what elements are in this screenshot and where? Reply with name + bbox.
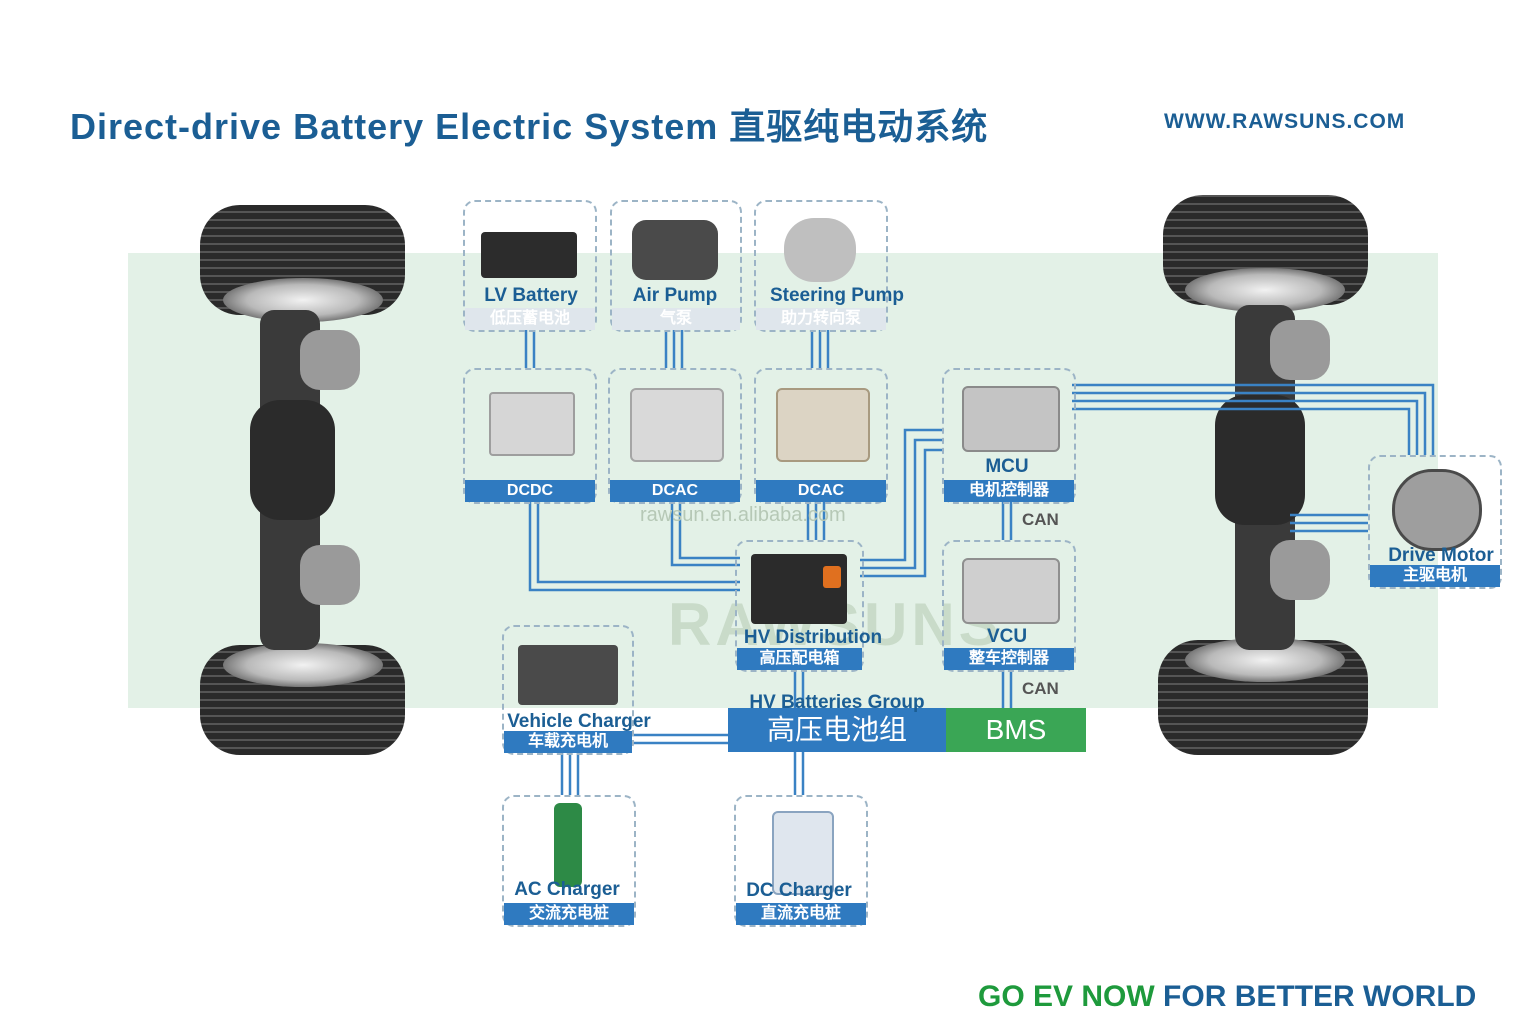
left-axle — [200, 205, 405, 755]
ac-charger-node: 交流充电桩 — [502, 795, 636, 927]
air-pump-cn: 气泵 — [612, 308, 740, 330]
vehicle-charger-cn: 车载充电机 — [504, 731, 632, 753]
mcu-cn: 电机控制器 — [944, 480, 1074, 502]
steering-pump-icon — [784, 218, 856, 282]
mcu-icon — [962, 386, 1060, 452]
slogan-green: GO EV NOW — [978, 980, 1155, 1013]
website-link[interactable]: WWW.RAWSUNS.COM — [1164, 110, 1406, 133]
wire-batt-dc — [793, 752, 805, 795]
vcu-icon — [962, 558, 1060, 624]
dcdc-node: DCDC — [463, 368, 597, 504]
hv-distribution-label: HV Distribution — [743, 627, 883, 648]
pump-icon — [632, 220, 718, 280]
dcdc-icon — [489, 392, 575, 456]
ac-charger-label: AC Charger — [514, 879, 620, 900]
drive-motor-label: Drive Motor — [1388, 545, 1494, 566]
dcdc-caption: DCDC — [465, 480, 595, 502]
hv-connector-icon — [823, 566, 841, 588]
vcu-label: VCU — [986, 626, 1028, 647]
vehicle-charger-node: 车载充电机 — [502, 625, 634, 755]
drive-motor-cn: 主驱电机 — [1370, 565, 1500, 587]
wire-can-vcu-bms — [1001, 668, 1013, 708]
watermark-url: rawsun.en.alibaba.com — [640, 504, 846, 526]
wire-charger-batt — [630, 733, 728, 745]
vcu-cn: 整车控制器 — [944, 648, 1074, 670]
hv-distribution-cn: 高压配电箱 — [737, 648, 862, 670]
vcu-node: 整车控制器 — [942, 540, 1076, 672]
air-pump-node: 气泵 — [610, 200, 742, 332]
wire-can-mcu-vcu — [1001, 502, 1013, 540]
steering-pump-node: 助力转向泵 — [754, 200, 888, 332]
drive-motor-node: 主驱电机 — [1368, 455, 1502, 589]
can-label-upper: CAN — [1022, 510, 1059, 529]
wire-dcac2-hv — [806, 502, 826, 540]
wire-mcu-motor — [1072, 383, 1435, 455]
wire-charger-ac — [560, 753, 580, 795]
wire-mcu-hv — [860, 428, 942, 578]
page-title: Direct-drive Battery Electric System 直驱纯… — [70, 106, 989, 147]
ac-post-icon — [554, 803, 582, 887]
mcu-node: 电机控制器 — [942, 368, 1076, 504]
steering-pump-cn: 助力转向泵 — [756, 308, 886, 330]
wire-steer-dcac — [810, 330, 830, 368]
right-axle — [1158, 195, 1368, 755]
lv-battery-label: LV Battery — [484, 285, 578, 306]
dc-charger-node: 直流充电桩 — [734, 795, 868, 927]
hv-box-icon — [751, 554, 847, 624]
dcac-node-2: DCAC — [754, 368, 888, 504]
dcac-caption-2: DCAC — [756, 480, 886, 502]
can-label-lower: CAN — [1022, 679, 1059, 698]
vehicle-charger-label: Vehicle Charger — [507, 711, 651, 732]
dcac-icon-1 — [630, 388, 724, 462]
motor-icon — [1392, 469, 1482, 551]
lv-battery-cn: 低压蓄电池 — [465, 308, 595, 330]
dcac-caption-1: DCAC — [610, 480, 740, 502]
slogan: GO EV NOW FOR BETTER WORLD — [978, 980, 1476, 1014]
dcac-node-1: DCAC — [608, 368, 742, 504]
wire-dcdc-hv — [528, 502, 740, 592]
dc-charger-cn: 直流充电桩 — [736, 903, 866, 925]
wire-dcac1-hv — [670, 502, 740, 567]
hv-batteries-block: 高压电池组 — [728, 708, 946, 752]
mcu-label: MCU — [985, 456, 1029, 477]
bms-block: BMS — [946, 708, 1086, 752]
steering-pump-label: Steering Pump — [769, 285, 905, 306]
dcac-icon-2 — [776, 388, 870, 462]
hv-batteries-label: HV Batteries Group — [749, 692, 925, 713]
lv-battery-node: 低压蓄电池 — [463, 200, 597, 332]
air-pump-label: Air Pump — [632, 285, 718, 306]
dc-charger-label: DC Charger — [746, 880, 852, 901]
slogan-blue: FOR BETTER WORLD — [1163, 980, 1477, 1013]
ac-charger-cn: 交流充电桩 — [504, 903, 634, 925]
wire-air-dcac — [664, 330, 684, 368]
wire-hv-batt — [793, 668, 805, 708]
charger-icon — [518, 645, 618, 705]
wire-lv-dcdc — [524, 330, 536, 368]
battery-icon — [481, 232, 577, 278]
wire-motor-axle — [1290, 513, 1368, 533]
hv-distribution-node: 高压配电箱 — [735, 540, 864, 672]
dc-post-icon — [772, 811, 834, 895]
